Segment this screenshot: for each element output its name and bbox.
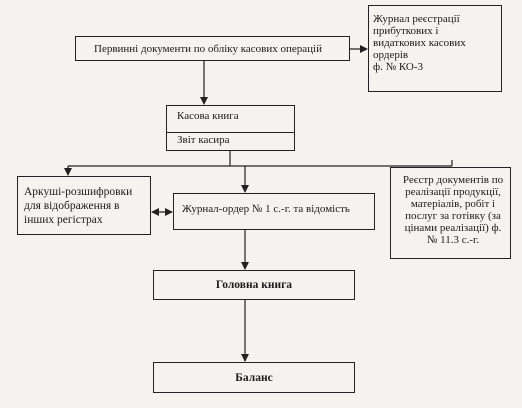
balance-box: Баланс [153, 362, 355, 393]
journal-order-box: Журнал-ордер № 1 с.-г. та відомість [173, 193, 375, 230]
sales-register-label: Реєстр документів по реалізації продукці… [402, 174, 504, 246]
cash-book-divider [167, 132, 294, 133]
balance-label: Баланс [235, 372, 273, 384]
primary-documents-label: Первинні документи по обліку касових опе… [94, 43, 322, 55]
general-ledger-box: Головна книга [153, 270, 355, 300]
primary-documents-box: Первинні документи по обліку касових опе… [75, 36, 350, 61]
decode-sheets-label: Аркуші-розшифровки для відображення в ін… [24, 186, 133, 226]
decode-sheets-box: Аркуші-розшифровки для відображення в ін… [17, 176, 151, 235]
journal-register-label: Журнал реєстрації прибуткових і видатков… [373, 13, 466, 73]
cashier-report-label: Звіт касира [177, 134, 230, 146]
journal-order-label: Журнал-ордер № 1 с.-г. та відомість [182, 203, 350, 215]
journal-register-box: Журнал реєстрації прибуткових і видатков… [368, 5, 502, 92]
cash-book-box: Касова книга Звіт касира [166, 105, 295, 151]
sales-register-box: Реєстр документів по реалізації продукці… [390, 167, 511, 259]
general-ledger-label: Головна книга [215, 279, 293, 291]
cash-book-label: Касова книга [177, 110, 239, 122]
